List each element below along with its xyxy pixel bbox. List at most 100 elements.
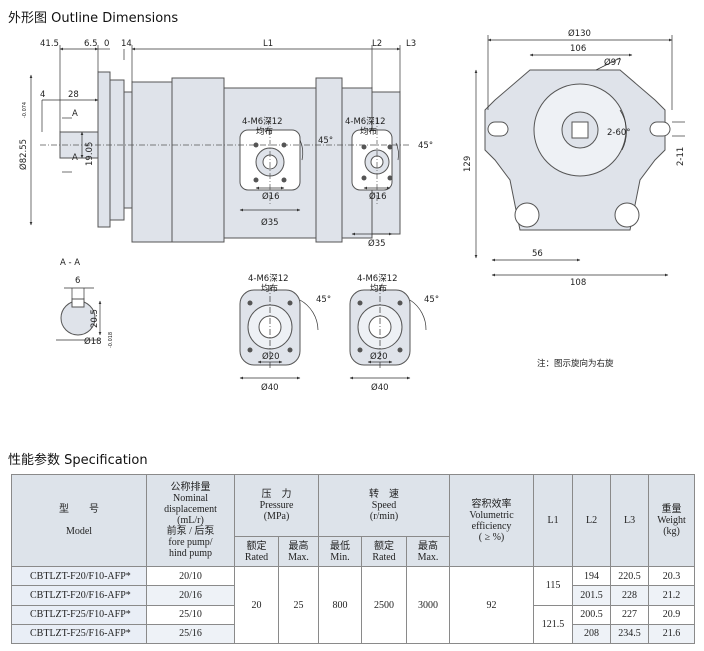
L3-cell: 234.5 xyxy=(610,623,650,645)
thread-spec-front: 4-M6深12 xyxy=(242,117,283,127)
dim-18-tol: -0.018 xyxy=(108,332,114,348)
evenly-distributed-port-hind: 均布 xyxy=(370,283,387,294)
dim-56: 56 xyxy=(532,249,543,259)
L3-cell: 227 xyxy=(610,604,650,625)
spec-heading: 性能参数 Specification xyxy=(8,453,148,468)
L3-cell: 228 xyxy=(610,585,650,606)
front-pump-body xyxy=(171,77,225,243)
angle-hind: 45° xyxy=(418,141,433,151)
angle-port-hind: 45° xyxy=(424,295,439,305)
thread-spec-port-front: 4-M6深12 xyxy=(248,274,289,284)
weight-cell: 21.6 xyxy=(648,623,696,645)
L2-cell: 194 xyxy=(572,565,612,587)
shaft-flange-plate xyxy=(97,71,111,228)
evenly-distributed-hind: 均布 xyxy=(360,126,377,137)
thread-spec-hind: 4-M6深12 xyxy=(345,117,386,127)
dim-16-hind: Ø16 xyxy=(369,191,387,202)
weight-cell: 21.2 xyxy=(648,585,696,606)
speed-max-cell: 3000 xyxy=(406,566,451,644)
front-cover xyxy=(131,81,173,243)
header-L3: L3 xyxy=(610,474,650,567)
dim-6-5: 6.5 xyxy=(84,39,98,49)
dim-82-55-tol: -0.074 xyxy=(22,102,28,118)
dim-129: 129 xyxy=(463,156,473,172)
dim-20-front: Ø20 xyxy=(262,351,280,362)
efficiency-cell: 92 xyxy=(449,566,535,644)
dim-106: 106 xyxy=(570,44,586,54)
displacement-cell: 20/16 xyxy=(146,585,235,606)
dim-82-55: Ø82.55 xyxy=(18,139,29,170)
table-row: CBTLZT-F20/F16-AFP* 20/16 201.5 228 21.2 xyxy=(11,585,696,606)
dim-97: Ø97 xyxy=(604,57,622,68)
dim-16-front: Ø16 xyxy=(262,191,280,202)
outline-drawing: 41.5 6.5 0 14 L1 L2 L3 4 28 A A Ø82.55 -… xyxy=(18,28,686,393)
mounting-flange xyxy=(109,79,125,221)
dim-20-5: 20.5 xyxy=(90,309,100,328)
angle-port-front: 45° xyxy=(316,295,331,305)
evenly-distributed-port-front: 均布 xyxy=(261,283,278,294)
table-row: CBTLZT-F25/F16-AFP* 25/16 208 234.5 21.6 xyxy=(11,623,696,645)
dim-6: 6 xyxy=(75,276,80,286)
dim-28: 28 xyxy=(68,90,79,100)
displacement-cell: 25/10 xyxy=(146,604,235,625)
L1-cell: 115 xyxy=(533,566,574,606)
L2-cell: 200.5 xyxy=(572,604,612,625)
dim-L2: L2 xyxy=(372,39,382,49)
dim-20-hind: Ø20 xyxy=(370,351,388,362)
dim-108: 108 xyxy=(570,278,586,288)
dim-41-5: 41.5 xyxy=(40,39,59,49)
L3-cell: 220.5 xyxy=(610,565,650,587)
dim-40-front: Ø40 xyxy=(261,382,279,393)
thread-spec-port-hind: 4-M6深12 xyxy=(357,274,398,284)
header-L2: L2 xyxy=(572,474,612,567)
section-mark-a-top: A xyxy=(72,109,78,119)
dim-35-front: Ø35 xyxy=(261,217,279,228)
dim-35-hind: Ø35 xyxy=(368,238,386,249)
dim-40-hind: Ø40 xyxy=(371,382,389,393)
speed-rated-cell: 2500 xyxy=(361,566,408,644)
weight-cell: 20.3 xyxy=(648,565,696,587)
table-row: CBTLZT-F20/F10-AFP* 20/10 20 25 800 2500… xyxy=(11,565,696,644)
dim-19-05: 19.05 xyxy=(85,142,95,166)
middle-plate xyxy=(315,77,343,243)
evenly-distributed-front: 均布 xyxy=(256,126,273,137)
dim-4: 4 xyxy=(40,90,45,100)
dim-2-11: 2-11 xyxy=(676,147,686,166)
section-label-aa: A - A xyxy=(60,258,80,268)
outline-heading: 外形图 Outline Dimensions xyxy=(8,11,179,26)
model-cell: CBTLZT-F20/F16-AFP* xyxy=(11,585,147,606)
dim-18: Ø18 xyxy=(84,336,102,347)
dim-L1: L1 xyxy=(263,39,273,49)
pressure-rated-cell: 20 xyxy=(234,566,279,644)
angle-front: 45° xyxy=(318,136,333,146)
section-mark-a-bottom: A xyxy=(72,153,78,163)
pressure-max-cell: 25 xyxy=(277,566,320,644)
header-L1: L1 xyxy=(533,474,574,567)
dim-14: 14 xyxy=(121,39,132,49)
model-cell: CBTLZT-F25/F10-AFP* xyxy=(11,604,147,625)
model-cell: CBTLZT-F25/F16-AFP* xyxy=(11,623,147,645)
weight-cell: 20.9 xyxy=(648,604,696,625)
rotation-note: 注：图示旋向为右旋 xyxy=(537,359,614,369)
table-row: CBTLZT-F25/F10-AFP* 25/10 121.5 200.5 22… xyxy=(11,604,696,644)
displacement-cell: 20/10 xyxy=(146,565,235,587)
dim-L3: L3 xyxy=(406,39,416,49)
speed-min-cell: 800 xyxy=(318,566,363,644)
model-cell: CBTLZT-F20/F10-AFP* xyxy=(11,565,147,587)
displacement-cell: 25/16 xyxy=(146,623,235,645)
dim-130: Ø130 xyxy=(568,28,591,39)
dim-0: 0 xyxy=(104,39,109,49)
angle-2-60: 2-60° xyxy=(607,128,631,138)
